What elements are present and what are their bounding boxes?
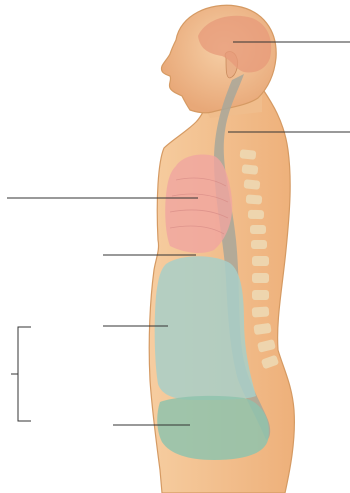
thoracic-cavity (165, 154, 232, 253)
pelvic-cavity (157, 396, 269, 460)
abdominopelvic-bracket (18, 327, 31, 421)
